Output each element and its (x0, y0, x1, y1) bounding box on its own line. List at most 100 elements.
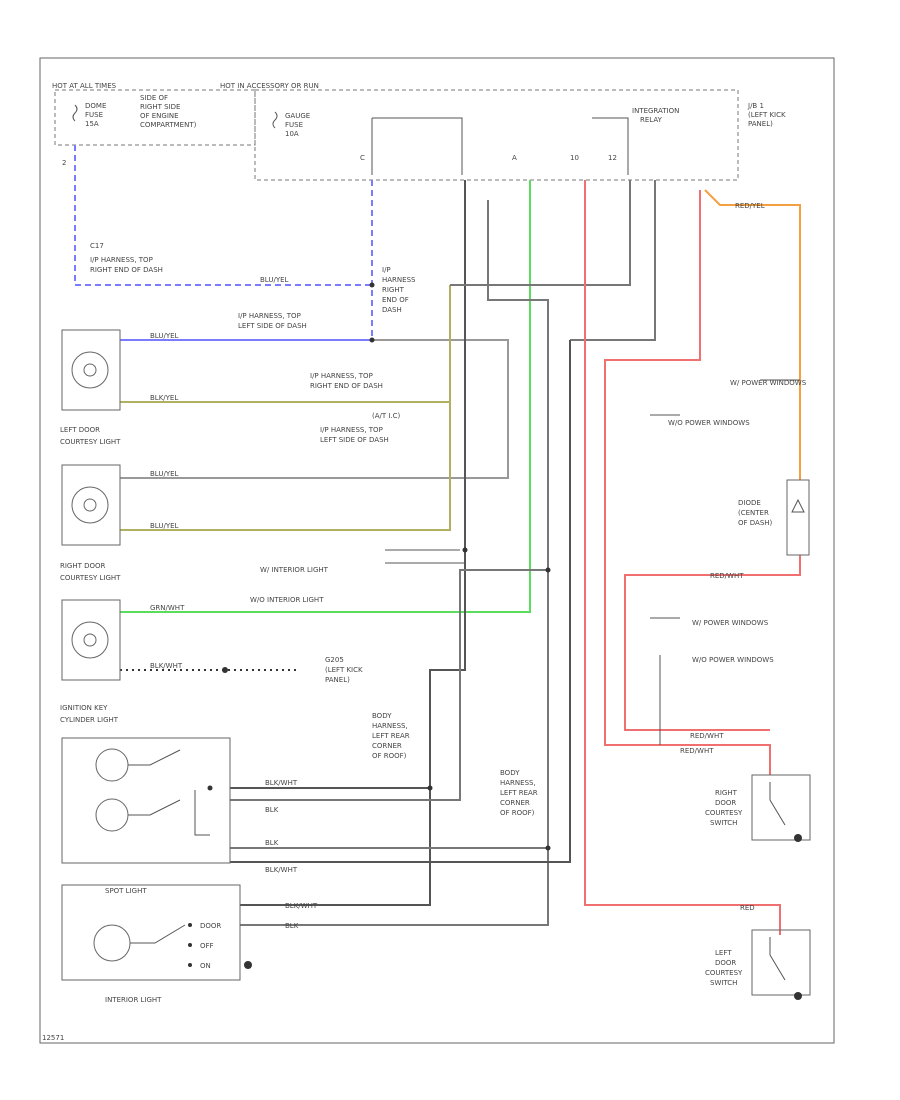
ground-1: G205 (325, 656, 344, 664)
wire-blu-yel-right-door-top (120, 339, 509, 479)
body-harness-2d: CORNER (500, 799, 530, 807)
pin-c: C (360, 154, 365, 162)
conn-dash-5: DASH (382, 306, 402, 314)
wire-label-blu-yel-2: BLU/YEL (150, 332, 179, 340)
hot-run-box (254, 89, 739, 181)
right-door-label-2: COURTESY LIGHT (60, 574, 121, 582)
right-door-courtesy-light (61, 464, 121, 546)
ign-key-label-2: CYLINDER LIGHT (60, 716, 119, 724)
wire-label-blk-wht-4: BLK/WHT (285, 902, 318, 910)
wire-label-blu-yel-1: BLU/YEL (260, 276, 289, 284)
wire-blu-yel-right-door-bottom (120, 285, 451, 531)
right-switch-2: DOOR (715, 799, 736, 807)
wire-label-red: RED (740, 904, 755, 912)
note-wo-power-2: W/O POWER WINDOWS (692, 656, 774, 664)
wire-label-blk-3: BLK (285, 922, 299, 930)
body-harness-1a: BODY (372, 712, 392, 720)
right-switch-4: SWITCH (710, 819, 737, 827)
relay-2: RELAY (640, 116, 663, 124)
left-switch-3: COURTESY (705, 969, 743, 977)
conn-dash-4: END OF (382, 296, 409, 304)
conn-left-dash-2: LEFT SIDE OF DASH (238, 322, 307, 330)
left-door-courtesy-light (61, 329, 121, 411)
interior-light-assembly (61, 737, 231, 864)
gauge-fuse-1: GAUGE (285, 112, 310, 120)
body-harness-1c: LEFT REAR (372, 732, 410, 740)
conn-right-end-1: I/P HARNESS, TOP (310, 372, 373, 380)
wire-label-blu-yel-4: BLU/YEL (150, 522, 179, 530)
conn-left-dash-1: I/P HARNESS, TOP (238, 312, 301, 320)
right-door-courtesy-switch (751, 774, 811, 842)
left-door-label-1: LEFT DOOR (60, 426, 100, 434)
conn-ip-right-1: I/P HARNESS, TOP (90, 256, 153, 264)
note-wo-interior: W/O INTERIOR LIGHT (250, 596, 324, 604)
conn-dash-3: RIGHT (382, 286, 405, 294)
wire-blk-wht-interior-2 (230, 340, 571, 863)
wire-label-red-yel: RED/YEL (735, 202, 765, 210)
wire-label-red-wht-2: RED/WHT (690, 732, 724, 740)
wire-red-wht-main (584, 180, 781, 935)
wire-label-blk-wht-3: BLK/WHT (265, 866, 298, 874)
spot-on: ON (200, 962, 211, 970)
body-harness-2a: BODY (500, 769, 520, 777)
dome-loc-3: OF ENGINE (140, 112, 179, 120)
wire-blk-top-left (450, 180, 631, 286)
dome-fuse-1: DOME (85, 102, 106, 110)
diode-2: (CENTER (738, 509, 769, 517)
spot-off: OFF (200, 942, 214, 950)
right-switch-1: RIGHT (715, 789, 738, 797)
wire-label-blk-wht-1: BLK/WHT (150, 662, 183, 670)
hot-run-label: HOT IN ACCESSORY OR RUN (220, 82, 319, 90)
pin-a: A (512, 154, 517, 162)
spot-door: DOOR (200, 922, 221, 930)
conn-ip-right-2: RIGHT END OF DASH (90, 266, 163, 274)
hot-all-label: HOT AT ALL TIMES (52, 82, 117, 90)
dome-fuse-symbol (72, 104, 78, 122)
wire-label-blu-yel-3: BLU/YEL (150, 470, 179, 478)
gauge-fuse-2: FUSE (285, 121, 303, 129)
dome-fuse-2: FUSE (85, 111, 103, 119)
right-switch-3: COURTESY (705, 809, 743, 817)
dome-loc-1: SIDE OF (140, 94, 168, 102)
wire-blu-yel-left-vertical (74, 145, 372, 286)
relay-1: INTEGRATION (632, 107, 679, 115)
conn-c17: C17 (90, 242, 104, 250)
ground-3: PANEL) (325, 676, 350, 684)
wire-blk-ignition-2 (230, 569, 548, 801)
hot-all-times-box (54, 89, 256, 146)
wire-blk-spine (240, 200, 549, 926)
spot-label: SPOT LIGHT (105, 887, 147, 895)
note-wo-power-1: W/O POWER WINDOWS (668, 419, 750, 427)
jb-3: PANEL) (748, 120, 773, 128)
pin-10: 10 (570, 154, 579, 162)
body-harness-2c: LEFT REAR (500, 789, 538, 797)
body-harness-1e: OF ROOF) (372, 752, 407, 760)
wire-blk-wht-spine (240, 180, 466, 906)
body-harness-2e: OF ROOF) (500, 809, 535, 817)
dome-fuse-3: 15A (85, 120, 99, 128)
wire-red-wht-diode (624, 555, 801, 731)
body-harness-1d: CORNER (372, 742, 402, 750)
ignition-key-light (61, 599, 121, 681)
interior-label: INTERIOR LIGHT (105, 996, 162, 1004)
wire-label-blk-wht-2: BLK/WHT (265, 779, 298, 787)
relay-frame (371, 117, 629, 175)
wire-label-grn-wht: GRN/WHT (150, 604, 185, 612)
wire-label-red-wht-1: RED/WHT (710, 572, 744, 580)
left-switch-2: DOOR (715, 959, 736, 967)
wire-grn-wht (120, 180, 531, 613)
body-harness-1b: HARNESS, (372, 722, 408, 730)
left-door-label-2: COURTESY LIGHT (60, 438, 121, 446)
dome-loc-2: RIGHT SIDE (140, 103, 180, 111)
wire-red-yel (704, 189, 801, 480)
gauge-fuse-3: 10A (285, 130, 299, 138)
wire-label-blk-1: BLK (265, 806, 279, 814)
ign-key-label-1: IGNITION KEY (60, 704, 108, 712)
diode-1: DIODE (738, 499, 761, 507)
conn-left-end-1: I/P HARNESS, TOP (320, 426, 383, 434)
conn-dash-1: I/P (382, 266, 391, 274)
spot-light-assembly (61, 884, 252, 981)
wire-label-blk-yel: BLK/YEL (150, 394, 178, 402)
wire-label-red-wht-3: RED/WHT (680, 747, 714, 755)
